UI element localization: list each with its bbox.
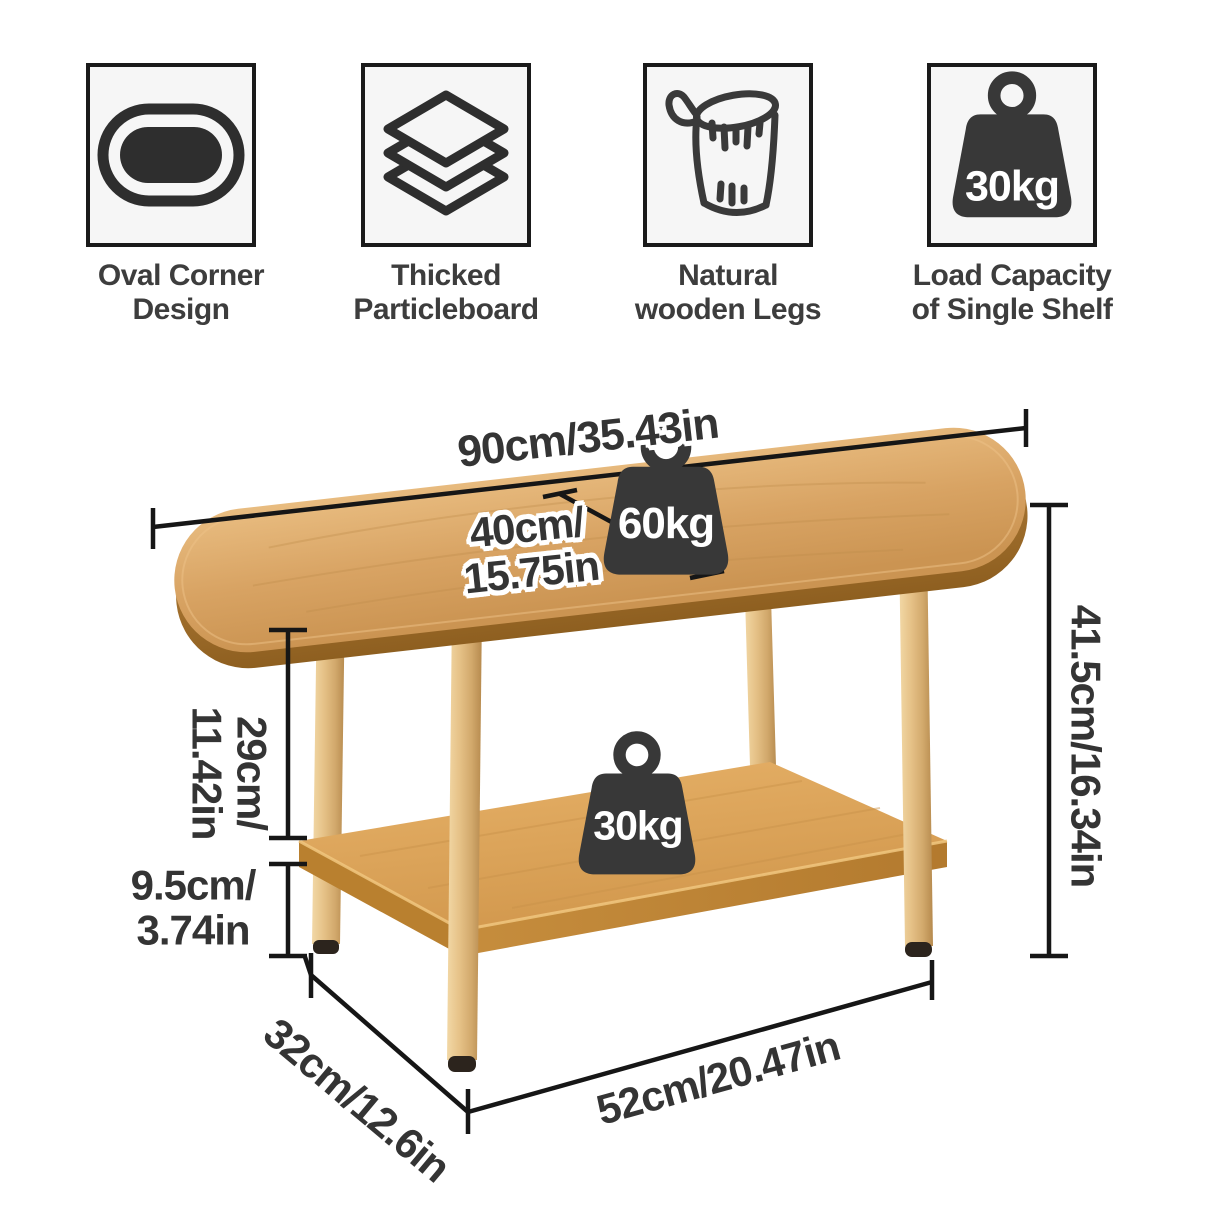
dimension-lines	[150, 409, 1068, 1134]
log-icon	[665, 90, 779, 217]
dim-top-width-label: 40cm/15.75in	[461, 497, 602, 603]
feature-box-oval-corner	[86, 63, 256, 247]
feature-box-particleboard	[361, 63, 531, 247]
table-leg-far	[744, 563, 777, 800]
table-foot-right	[905, 942, 932, 957]
table-foot-near	[448, 1056, 476, 1072]
feature-weight-badge: 30kg	[964, 162, 1060, 211]
load-top-label: 60kg	[617, 499, 715, 548]
layers-icon	[383, 90, 509, 216]
dim-total-height-label: 41.5cm/16.34in	[1062, 604, 1110, 888]
feature-box-wooden-legs	[643, 63, 813, 247]
weight-icon	[952, 71, 1072, 218]
oval-corner-icon	[97, 103, 245, 207]
table-leg-near	[447, 610, 482, 1060]
dim-ground-clearance-label: 9.5cm/3.74in	[130, 861, 257, 954]
table-top	[174, 427, 1028, 669]
dim-shelf-to-top-label: 29cm/11.42in	[183, 706, 276, 840]
feature-box-load-capacity	[927, 63, 1097, 247]
load-shelf-label: 30kg	[593, 802, 683, 849]
table-leg-right	[899, 542, 933, 946]
table-foot-left	[313, 940, 339, 954]
